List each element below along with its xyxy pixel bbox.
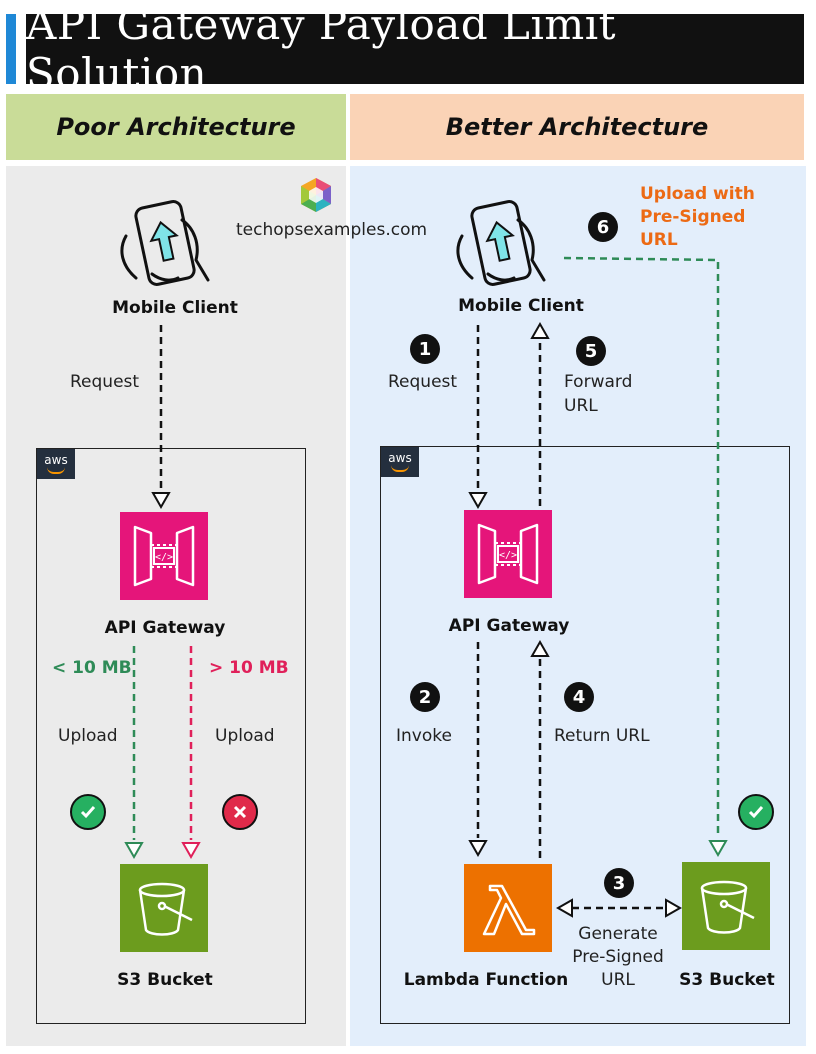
poor-upload-left-label: Upload (58, 726, 118, 746)
cross-icon (222, 794, 258, 830)
step-6-badge: 6 (588, 212, 618, 242)
better-aws-boundary (380, 446, 790, 1024)
better-api-gateway-label: API Gateway (448, 616, 570, 636)
check-icon (738, 794, 774, 830)
step1-arrowhead (468, 492, 488, 510)
step5-arrowhead (530, 321, 550, 339)
mobile-phone-icon (120, 200, 210, 286)
step-5-label-line2: URL (564, 396, 598, 416)
poor-mobile-client-label: Mobile Client (112, 298, 238, 318)
upload-note-line2: Pre-Signed (640, 207, 746, 227)
lambda-function-icon (464, 864, 552, 952)
aws-logo: aws (37, 449, 75, 479)
step-3-label-line1: Generate (578, 924, 658, 944)
watermark-logo-icon (301, 178, 331, 212)
step3-arrowhead-right (665, 898, 683, 918)
poor-aws-boundary (36, 448, 306, 1024)
step-2-badge: 2 (410, 682, 440, 712)
aws-logo: aws (381, 447, 419, 477)
step-5-badge: 5 (576, 336, 606, 366)
poor-upload-right-label: Upload (215, 726, 275, 746)
better-architecture-heading: Better Architecture (350, 94, 804, 160)
lambda-function-label: Lambda Function (403, 970, 569, 990)
step-5-label-line1: Forward (564, 372, 633, 392)
step-3-badge: 3 (604, 868, 634, 898)
step-2-label: Invoke (396, 726, 452, 746)
step-4-label: Return URL (554, 726, 650, 746)
step-3-label-line3: URL (601, 970, 635, 990)
aws-tag-text: aws (388, 451, 412, 465)
s3-bucket-icon (700, 880, 755, 934)
better-s3-bucket-icon (682, 862, 770, 950)
step3-arrowhead-left (555, 898, 573, 918)
better-api-gateway-icon: </> (464, 510, 552, 598)
step6-upload-arrow (563, 256, 720, 838)
lambda-icon (482, 884, 536, 936)
poor-s3-bucket-icon (120, 864, 208, 952)
poor-small-limit-label: < 10 MB (52, 658, 132, 678)
poor-heading-text: Poor Architecture (56, 113, 296, 141)
poor-large-limit-label: > 10 MB (209, 658, 289, 678)
poor-api-gateway-label: API Gateway (104, 618, 226, 638)
poor-api-gateway-icon: </> (120, 512, 208, 600)
api-gateway-icon: </> (133, 525, 195, 587)
upload-note-line1: Upload with (640, 184, 755, 204)
title-accent-bar (6, 14, 16, 84)
s3-bucket-icon (138, 882, 193, 936)
poor-request-label: Request (70, 372, 140, 392)
poor-s3-bucket-label: S3 Bucket (117, 970, 213, 990)
aws-tag-text: aws (44, 453, 68, 467)
poor-architecture-heading: Poor Architecture (6, 94, 346, 160)
check-icon (70, 794, 106, 830)
better-heading-text: Better Architecture (445, 113, 709, 141)
poor-small-upload-arrowhead (124, 842, 144, 860)
poor-request-arrowhead (151, 492, 171, 510)
better-mobile-client-label: Mobile Client (458, 296, 584, 316)
better-s3-bucket-label: S3 Bucket (679, 970, 775, 990)
watermark-text: techopsexamples.com (236, 220, 428, 240)
page-title: API Gateway Payload Limit Solution (26, 0, 804, 98)
step-1-badge: 1 (410, 334, 440, 364)
step2-arrowhead (468, 840, 488, 858)
step-1-label: Request (388, 372, 458, 392)
step-4-badge: 4 (564, 682, 594, 712)
svg-text:</>: </> (155, 552, 173, 563)
upload-note-line3: URL (640, 230, 678, 250)
svg-text:</>: </> (499, 550, 517, 561)
step6-arrowhead (708, 840, 728, 858)
poor-large-upload-arrowhead (181, 842, 201, 860)
api-gateway-icon: </> (477, 523, 539, 585)
page-title-text: API Gateway Payload Limit Solution (26, 0, 617, 98)
step4-arrowhead (530, 639, 550, 657)
mobile-phone-icon (456, 200, 546, 286)
step-3-label-line2: Pre-Signed (572, 947, 664, 967)
